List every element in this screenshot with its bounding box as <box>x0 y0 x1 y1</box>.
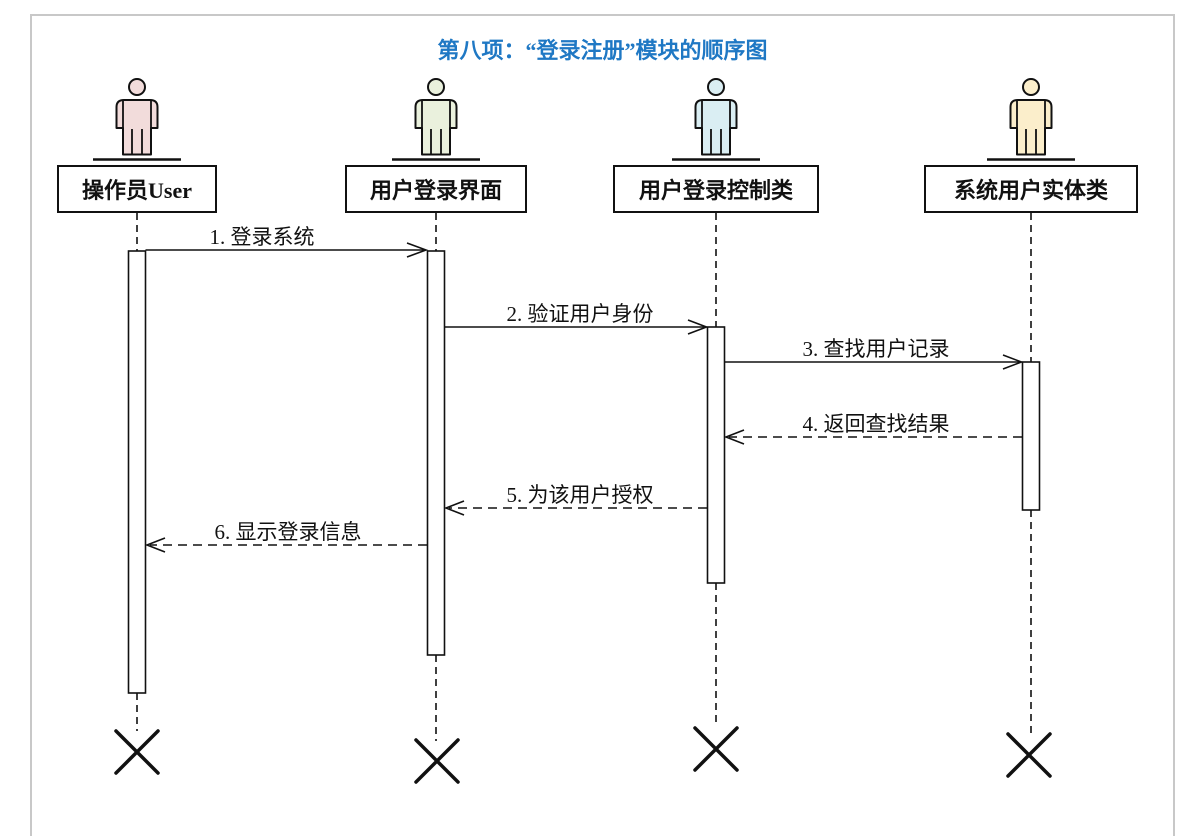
message-label: 4. 返回查找结果 <box>802 412 950 436</box>
arrowhead-icon <box>1002 354 1024 370</box>
activation-bar <box>127 250 147 694</box>
arrowhead-icon <box>144 537 166 553</box>
lifeline-header-box: 系统用户实体类 <box>924 165 1138 213</box>
actor-icon <box>1007 77 1055 159</box>
destruction-x-icon <box>693 726 739 772</box>
arrowhead-icon <box>443 500 465 516</box>
diagram-title: 第八项：“登录注册”模块的顺序图 <box>437 38 768 63</box>
destruction-x-icon <box>414 738 460 784</box>
actor-icon <box>692 77 740 159</box>
activation-bar <box>426 250 446 656</box>
message-label: 5. 为该用户授权 <box>506 483 654 507</box>
arrowhead-icon <box>723 429 745 445</box>
activation-bar <box>1021 361 1041 511</box>
arrowhead-icon <box>687 319 709 335</box>
lifeline-header-box: 操作员User <box>57 165 217 213</box>
lifeline-header-label: 操作员User <box>82 178 192 203</box>
destruction-x-icon <box>1006 732 1052 778</box>
lifeline-header-label: 系统用户实体类 <box>953 178 1108 203</box>
activation-bar <box>706 326 726 584</box>
message-label: 6. 显示登录信息 <box>214 520 362 544</box>
arrowhead-icon <box>406 242 429 258</box>
message-label: 3. 查找用户记录 <box>802 337 950 361</box>
lifeline-header-box: 用户登录控制类 <box>613 165 819 213</box>
message-label: 1. 登录系统 <box>209 225 315 249</box>
message-label: 2. 验证用户身份 <box>506 302 654 326</box>
destruction-x-icon <box>114 729 160 775</box>
diagram-frame-border <box>30 14 1175 836</box>
actor-icon <box>412 77 460 159</box>
lifeline-header-label: 用户登录控制类 <box>638 178 793 203</box>
lifeline-header-box: 用户登录界面 <box>345 165 527 213</box>
actor-icon <box>113 77 161 159</box>
lifeline-header-label: 用户登录界面 <box>369 178 502 203</box>
